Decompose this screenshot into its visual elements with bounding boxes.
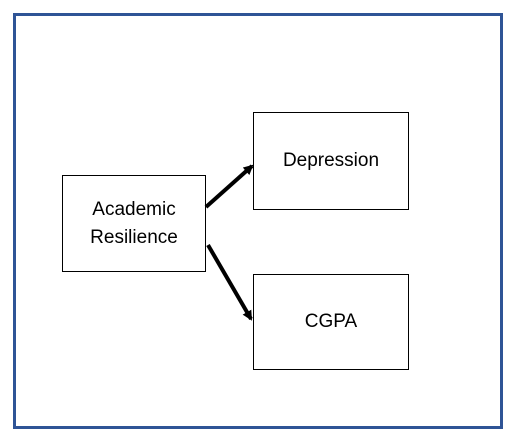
depression-node: Depression: [253, 112, 409, 210]
arrow-to-cgpa: [206, 243, 253, 321]
academic-resilience-label: Academic Resilience: [90, 198, 178, 248]
arrow-to-depression: [204, 164, 254, 209]
cgpa-node: CGPA: [253, 274, 409, 370]
academic-resilience-node: Academic Resilience: [62, 175, 206, 272]
cgpa-label: CGPA: [304, 311, 358, 332]
depression-label: Depression: [282, 150, 380, 171]
